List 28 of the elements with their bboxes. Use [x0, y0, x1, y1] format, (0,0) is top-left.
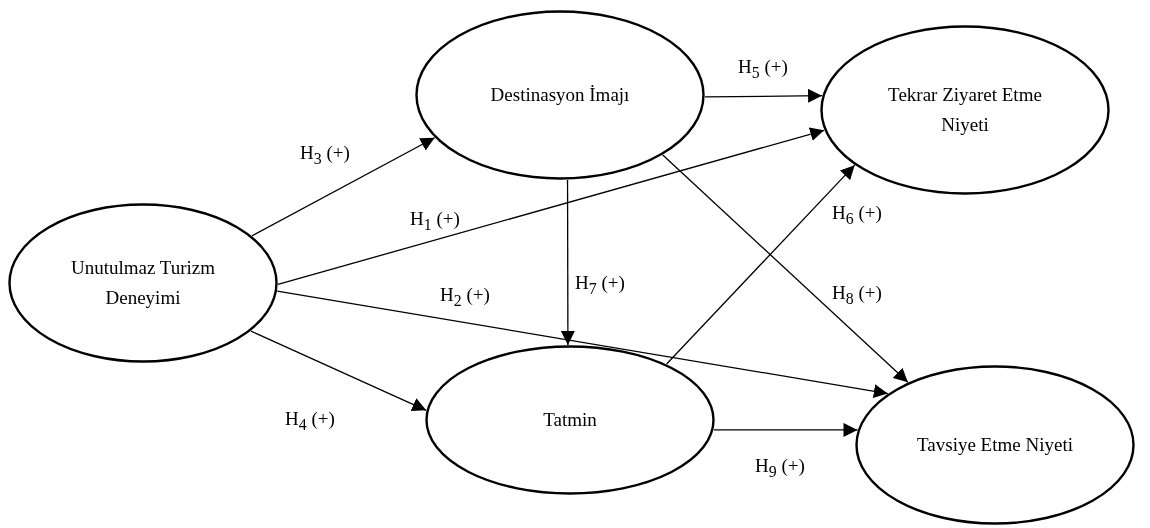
arrow: [251, 137, 436, 237]
arrow: [662, 154, 909, 383]
edge-label: H$_{7}$ (+): [575, 272, 625, 299]
node-label: Destinasyon İmajı: [489, 82, 631, 107]
edge-label: H$_{6}$ (+): [832, 202, 882, 229]
edge-label: H$_{4}$ (+): [285, 408, 335, 435]
construct-ellipse: [425, 345, 715, 495]
node-label: Tavsiye Etme Niyeti: [916, 432, 1074, 457]
arrow: [250, 330, 427, 411]
edge-label: H$_{2}$ (+): [440, 284, 490, 311]
edge-label: H$_{1}$ (+): [410, 208, 460, 235]
edge-label: H$_{9}$ (+): [755, 455, 805, 482]
arrow: [277, 127, 825, 285]
arrow: [704, 88, 823, 103]
construct-ellipse: [415, 10, 705, 180]
arrow: [665, 164, 856, 365]
construct-ellipse: [820, 25, 1110, 195]
node-label: Unutulmaz Turizm Deneyimi: [69, 255, 217, 310]
node-label: Tatmin: [542, 407, 598, 432]
construct-ellipse: [8, 203, 278, 363]
arrow: [560, 179, 575, 346]
edge-label: H$_{8}$ (+): [832, 282, 882, 309]
edge-label: H$_{3}$ (+): [300, 142, 350, 169]
node-label: Tekrar Ziyaret Etme Niyeti: [887, 82, 1043, 137]
arrow: [713, 422, 859, 437]
arrow: [276, 290, 889, 399]
edge-label: H$_{5}$ (+): [738, 56, 788, 83]
construct-ellipse: [855, 365, 1135, 525]
